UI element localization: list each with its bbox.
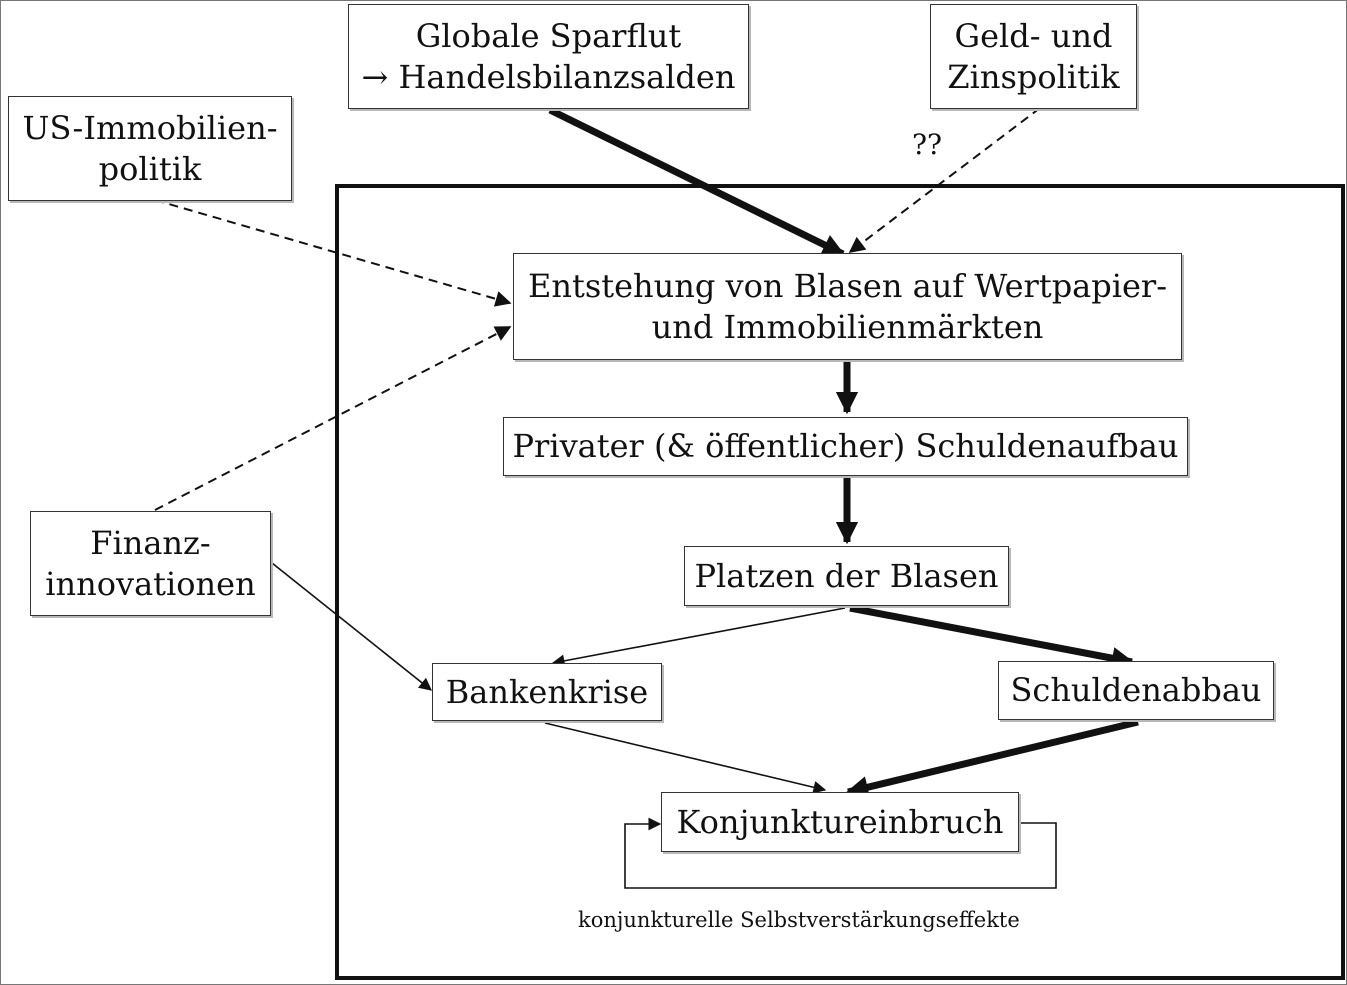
box-schuldenaufbau: Privater (& öffentlicher) Schuldenaufbau [503,417,1188,476]
system-boundary [335,184,1345,980]
arrow-sparflut-to-blasen [548,106,846,258]
label-uncertain: ?? [912,128,943,161]
box-entstehung-blasen: Entstehung von Blasen auf Wertpapier-und… [513,253,1182,360]
arrow-platzen-to-abbau [849,604,1135,670]
arrow-geld-to-blasen [848,107,1041,253]
loop-arrow-konjunktur [624,817,1057,889]
arrow-abbau-to-konjunktur [845,718,1139,799]
arrow-us-to-blasen [154,199,512,307]
box-konjunktureinbruch: Konjunktureinbruch [661,792,1019,852]
box-globale-sparflut: Globale Sparflut→ Handelsbilanzsalden [348,4,749,109]
box-finanzinnovationen: Finanz-innovationen [30,511,271,616]
arrow-finanz-to-blasen [154,326,512,511]
arrow-finanz-to-banken [271,562,433,691]
arrow-banken-to-konjunktur [544,722,827,794]
box-platzen-blasen: Platzen der Blasen [684,546,1009,606]
label-selbstverstaerkung: konjunkturelle Selbstverstärkungseffekte [578,908,1020,932]
arrow-platzen-to-banken [551,607,846,668]
box-schuldenabbau: Schuldenabbau [998,661,1274,720]
box-us-immobilienpolitik: US-Immobilien-politik [8,96,292,201]
box-bankenkrise: Bankenkrise [432,663,662,721]
